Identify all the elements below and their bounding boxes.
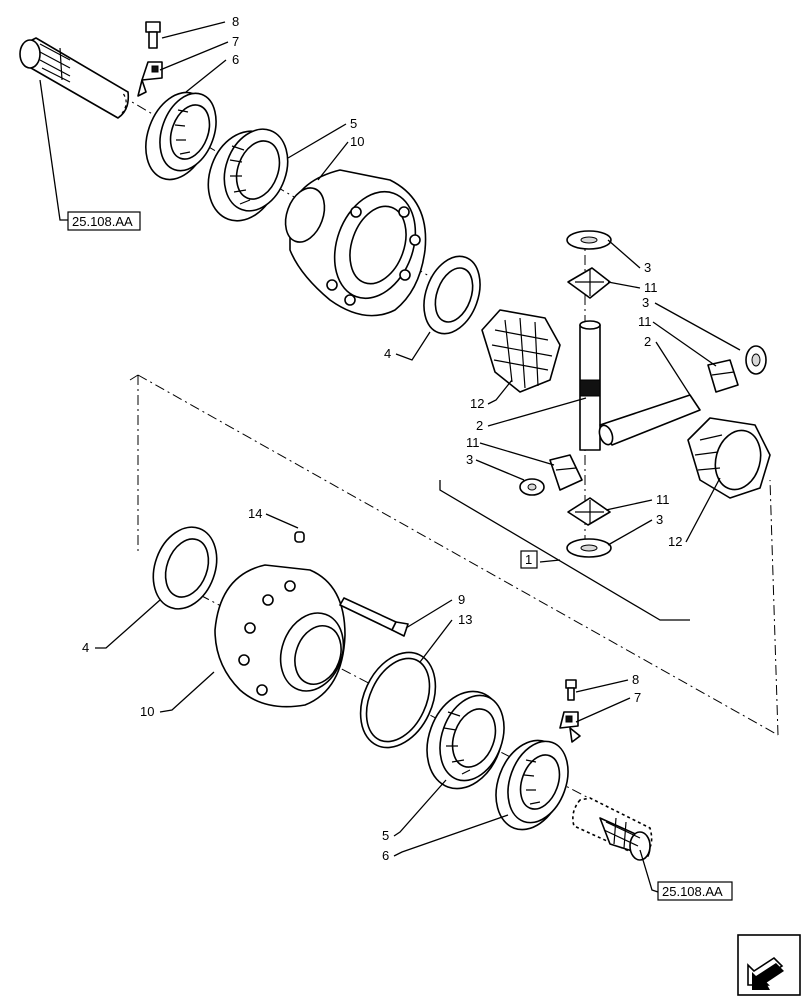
bottom-pinion-gear bbox=[567, 497, 611, 526]
upper-adjusting-ring bbox=[145, 91, 217, 181]
callout-11-bottom: 11 bbox=[656, 492, 670, 507]
callout-2-right: 2 bbox=[644, 334, 651, 349]
callout-13: 13 bbox=[458, 612, 472, 627]
upper-bolt bbox=[145, 21, 161, 49]
left-pinion-gear bbox=[549, 454, 583, 491]
left-thrust-washer bbox=[519, 478, 545, 496]
upper-differential-housing bbox=[284, 169, 427, 317]
callout-10-bottom: 10 bbox=[140, 704, 154, 719]
callout-9: 9 bbox=[458, 592, 465, 607]
callout-12-top: 12 bbox=[470, 396, 484, 411]
lower-thrust-washer bbox=[152, 526, 218, 610]
callout-10-top: 10 bbox=[350, 134, 364, 149]
assembly-boundary-line bbox=[129, 374, 779, 736]
lower-bearing bbox=[426, 690, 505, 790]
housing-bolt bbox=[339, 597, 409, 637]
assembly-group-bracket bbox=[439, 480, 690, 621]
upper-side-gear bbox=[481, 309, 561, 393]
upper-axle-shaft bbox=[19, 37, 130, 119]
callout-8-bottom: 8 bbox=[632, 672, 639, 687]
callout-5-top: 5 bbox=[350, 116, 357, 131]
leader-lines bbox=[39, 21, 741, 893]
callout-4-top: 4 bbox=[384, 346, 391, 361]
upper-thrust-washer bbox=[423, 255, 481, 335]
short-pinion-shaft bbox=[598, 394, 701, 446]
lower-axle-shaft bbox=[572, 797, 653, 861]
plug bbox=[294, 531, 305, 543]
callout-6-bottom: 6 bbox=[382, 848, 389, 863]
callout-3-top: 3 bbox=[644, 260, 651, 275]
lower-adjusting-ring bbox=[495, 739, 569, 831]
callout-12-right: 12 bbox=[668, 534, 682, 549]
upper-bearing bbox=[207, 128, 289, 222]
callout-11-right: 11 bbox=[638, 314, 652, 329]
upper-lock-clip bbox=[137, 61, 163, 97]
o-ring bbox=[359, 651, 437, 749]
long-pinion-shaft bbox=[579, 320, 601, 451]
callout-3-right: 3 bbox=[642, 295, 649, 310]
callout-1: 1 bbox=[525, 552, 532, 567]
lower-differential-housing bbox=[214, 564, 346, 708]
callout-4-bottom: 4 bbox=[82, 640, 89, 655]
callout-6-top: 6 bbox=[232, 52, 239, 67]
callout-2-center: 2 bbox=[476, 418, 483, 433]
callout-14: 14 bbox=[248, 506, 262, 521]
callout-7-bottom: 7 bbox=[634, 690, 641, 705]
callout-3-left: 3 bbox=[466, 452, 473, 467]
lower-lock-clip bbox=[559, 711, 581, 743]
top-thrust-washer bbox=[566, 230, 612, 250]
right-side-gear bbox=[687, 417, 771, 499]
reference-link-bottom[interactable]: 25.108.AA bbox=[657, 881, 733, 901]
arrow-navigation-icon[interactable] bbox=[737, 934, 801, 996]
callout-1-box: 1 bbox=[520, 550, 538, 569]
callout-3-bottom: 3 bbox=[656, 512, 663, 527]
right-pinion-gear bbox=[707, 359, 739, 393]
reference-label-top: 25.108.AA bbox=[72, 214, 133, 229]
bottom-thrust-washer bbox=[566, 538, 612, 558]
top-pinion-gear bbox=[567, 267, 611, 299]
callout-11-left: 11 bbox=[466, 435, 480, 450]
lower-bolt bbox=[565, 679, 577, 701]
callout-8-top: 8 bbox=[232, 14, 239, 29]
reference-label-bottom: 25.108.AA bbox=[662, 884, 723, 899]
callout-5-bottom: 5 bbox=[382, 828, 389, 843]
callout-7-top: 7 bbox=[232, 34, 239, 49]
reference-link-top[interactable]: 25.108.AA bbox=[67, 211, 141, 231]
right-thrust-washer bbox=[745, 345, 767, 375]
callout-11-top: 11 bbox=[644, 280, 658, 295]
